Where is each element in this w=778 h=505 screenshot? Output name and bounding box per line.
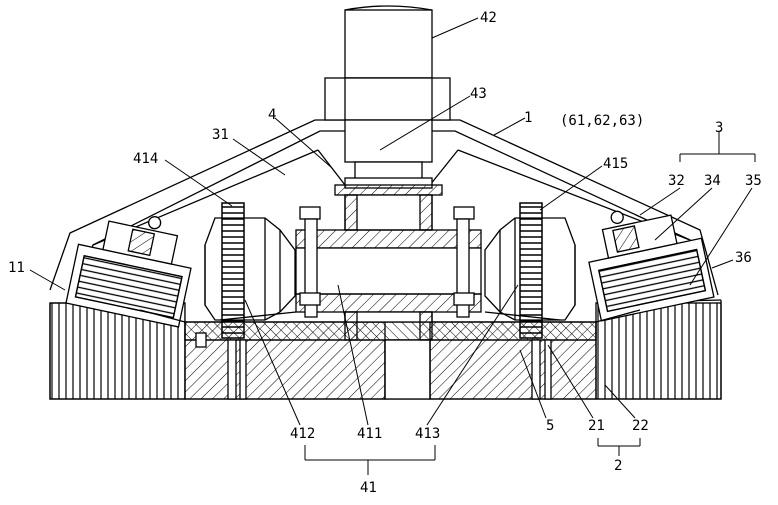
label-31: 31 [212, 127, 229, 143]
label-61-62-63: (61,62,63) [560, 113, 644, 129]
label-411: 411 [357, 426, 382, 442]
leader-lines [29, 17, 756, 475]
right-heater [588, 210, 715, 322]
label-36: 36 [735, 250, 752, 266]
label-5: 5 [546, 418, 554, 434]
label-3: 3 [715, 120, 723, 136]
label-1: 1 [524, 110, 532, 126]
label-22: 22 [632, 418, 649, 434]
label-11: 11 [8, 260, 25, 276]
label-32: 32 [668, 173, 685, 189]
label-4: 4 [268, 107, 276, 123]
label-412: 412 [290, 426, 315, 442]
label-34: 34 [704, 173, 721, 189]
label-43: 43 [470, 86, 487, 102]
label-2: 2 [614, 458, 622, 474]
label-414: 414 [133, 151, 158, 167]
left-heater [65, 216, 192, 328]
label-41: 41 [360, 480, 377, 496]
motor [324, 5, 451, 189]
label-21: 21 [588, 418, 605, 434]
label-415: 415 [603, 156, 628, 172]
label-35: 35 [745, 173, 762, 189]
support-slopes [139, 309, 641, 323]
label-42: 42 [480, 10, 497, 26]
gearbox [295, 184, 482, 341]
right-gear-assembly [484, 202, 576, 339]
label-413: 413 [415, 426, 440, 442]
left-gear-assembly [204, 202, 296, 339]
labels: 42 43 1 (61,62,63) 3 4 31 414 415 32 34 … [8, 10, 762, 496]
drawing-body [29, 5, 756, 475]
